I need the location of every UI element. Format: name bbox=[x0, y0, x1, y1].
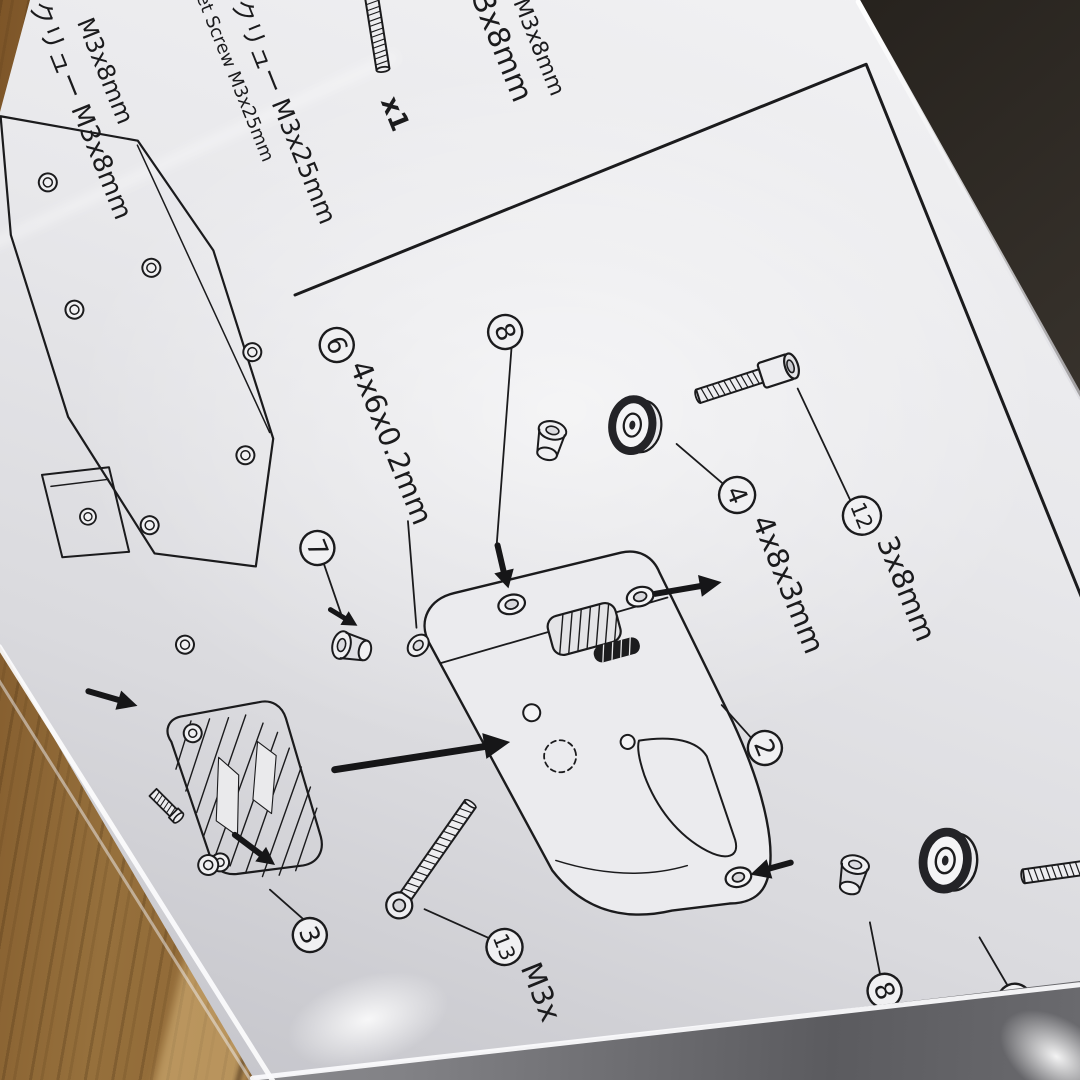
part-washer bbox=[403, 630, 433, 660]
callout-13: 13 M3x bbox=[481, 918, 568, 1034]
panel-border bbox=[295, 64, 1080, 888]
label-setscrew-qty: x1 bbox=[374, 92, 415, 136]
part-bushing-top bbox=[532, 418, 568, 462]
size-label: 3x8mm bbox=[870, 531, 943, 646]
part-screw-head-face bbox=[195, 852, 221, 878]
size-label: 4x6x0.2mm bbox=[343, 356, 440, 530]
leader-lines bbox=[116, 251, 1041, 1080]
part-finned-mount bbox=[155, 680, 340, 899]
callout-3: 3 bbox=[288, 913, 332, 957]
dashed-hole-mark bbox=[539, 735, 581, 777]
header-labels: スクリュー M3x8mm M3x8mm M3x8mm M3x8mm スクリュー … bbox=[13, 0, 582, 299]
callout-12: 12 3x8mm bbox=[837, 486, 943, 652]
callout-7: 7 bbox=[295, 526, 339, 570]
callout-8: 8 bbox=[483, 310, 527, 354]
plate-holes bbox=[0, 123, 356, 656]
assembly-arrows bbox=[88, 456, 831, 1080]
part-bearing-top bbox=[609, 397, 665, 455]
part-screw-partial bbox=[1020, 849, 1080, 890]
part-collar bbox=[330, 629, 374, 665]
part-small-screw bbox=[148, 788, 185, 825]
size-label: 4x8x3mm bbox=[745, 510, 831, 658]
part-bearing-bottom bbox=[919, 829, 980, 893]
callout-6: 6 4x6x0.2mm bbox=[315, 318, 440, 535]
part-mount-plate bbox=[31, 451, 141, 576]
part-main-bracket bbox=[415, 514, 798, 976]
callout-4: 4 4x8x3mm bbox=[714, 467, 832, 664]
part-set-screw bbox=[363, 0, 390, 73]
label-setscrew-jp: スクリュー M3x25mm bbox=[216, 0, 342, 228]
part-screw-m3x8 bbox=[692, 352, 802, 410]
size-label: M3x bbox=[514, 957, 568, 1026]
part-bushing-bottom bbox=[835, 853, 871, 897]
callout-8-bottom: 8 bbox=[862, 969, 906, 1013]
callout-2: 2 bbox=[743, 726, 787, 770]
part-chassis-plate bbox=[0, 59, 356, 662]
part-long-screw bbox=[381, 795, 482, 924]
